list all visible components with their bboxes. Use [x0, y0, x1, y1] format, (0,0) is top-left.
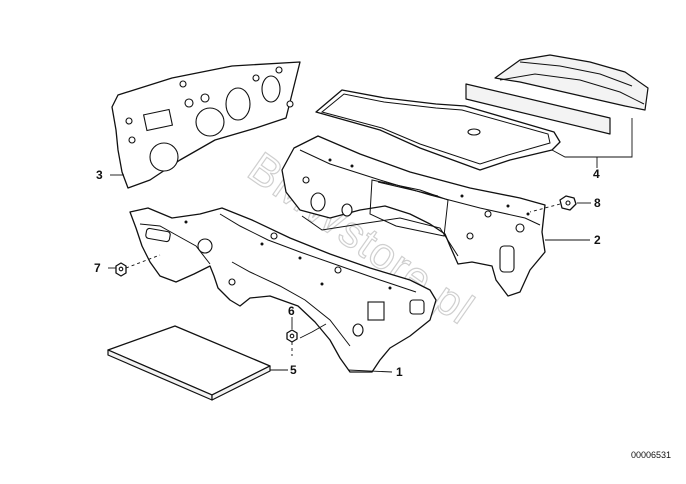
callout-1: 1 — [396, 365, 403, 379]
leader-8-dash — [529, 203, 561, 213]
leader-lines — [108, 118, 633, 373]
callout-7: 7 — [94, 261, 101, 275]
part-2-bulkhead[interactable] — [281, 135, 546, 297]
callout-5: 5 — [290, 363, 297, 377]
leader-4 — [551, 118, 633, 168]
callout-3: 3 — [96, 168, 103, 182]
part-1-tunnel-insulation[interactable] — [129, 207, 437, 373]
callout-8: 8 — [594, 196, 601, 210]
part-5-insulation-pad[interactable] — [107, 325, 271, 401]
callout-4: 4 — [593, 167, 600, 181]
callout-6: 6 — [288, 304, 295, 318]
leader-7-dash — [125, 254, 161, 269]
callout-2: 2 — [594, 233, 601, 247]
part-4-floor-mat[interactable] — [315, 54, 649, 171]
leader-1-dash — [299, 323, 327, 339]
part-6-nut[interactable] — [286, 329, 298, 343]
part-3-insulation-panel[interactable] — [111, 61, 301, 189]
leader-1 — [347, 369, 393, 373]
reference-number: 00006531 — [631, 450, 671, 460]
part-7-nut[interactable] — [115, 262, 127, 277]
part-8-clip[interactable] — [559, 195, 577, 211]
